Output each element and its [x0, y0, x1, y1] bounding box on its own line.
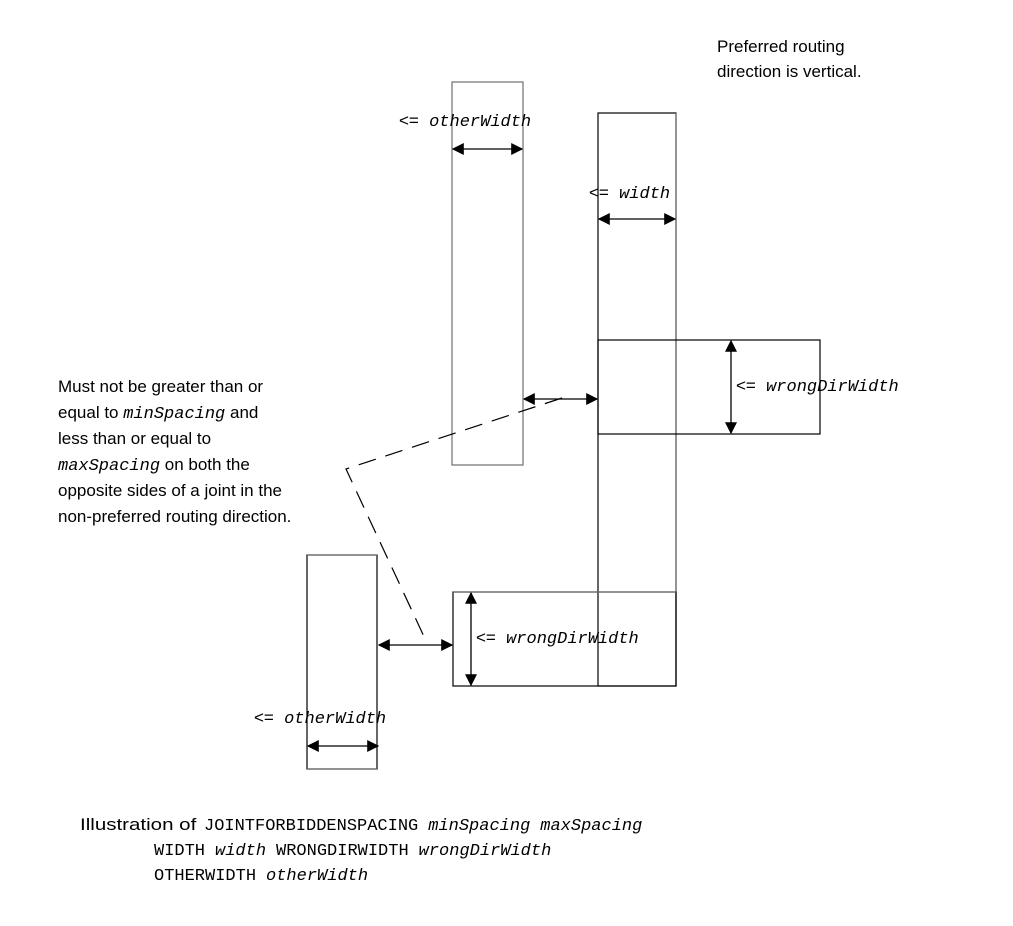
caption-prefix: Illustration of	[80, 815, 202, 834]
width-label: <= width	[589, 183, 670, 204]
min-spacing-variable: minSpacing	[123, 405, 225, 424]
width-variable: width	[619, 185, 670, 204]
le-symbol: <=	[399, 111, 419, 130]
caption-arg-other-width: otherWidth	[266, 867, 368, 886]
le-symbol: <=	[476, 628, 496, 647]
other-width-bottom-label: <= otherWidth	[254, 708, 386, 729]
other-width-variable: otherWidth	[429, 113, 531, 132]
caption-keyword-width: WIDTH	[154, 842, 205, 861]
wrong-dir-stub-right	[597, 339, 821, 435]
constraint-line-1: Must not be greater than or	[58, 377, 263, 396]
caption: Illustration of JOINTFORBIDDENSPACING min…	[80, 815, 647, 886]
max-spacing-variable: maxSpacing	[58, 457, 160, 476]
caption-keyword-wrongdirwidth: WRONGDIRWIDTH	[276, 842, 409, 861]
other-wire-top	[451, 81, 524, 466]
caption-arg-width: width	[215, 842, 266, 861]
constraint-line-2a: equal to	[58, 403, 123, 422]
preferred-direction-note: Preferred routing direction is vertical.	[717, 37, 862, 81]
other-wire-bottom	[306, 554, 378, 770]
preferred-direction-line-2: direction is vertical.	[717, 62, 862, 81]
wrong-dir-width-bottom-label: <= wrongDirWidth	[476, 628, 639, 649]
other-width-top-label: <= otherWidth	[399, 111, 531, 132]
le-symbol: <=	[254, 708, 274, 727]
le-symbol: <=	[589, 183, 609, 202]
wrong-dir-width-variable: wrongDirWidth	[766, 378, 899, 397]
wrong-dir-width-variable: wrongDirWidth	[506, 630, 639, 649]
caption-arg-min-spacing: minSpacing	[428, 817, 530, 836]
wrong-dir-width-right-label: <= wrongDirWidth	[736, 376, 899, 397]
caption-arg-wrong-dir-width: wrongDirWidth	[419, 842, 552, 861]
leader-line-dashed	[345, 397, 563, 644]
other-width-variable: otherWidth	[284, 710, 386, 729]
caption-arg-max-spacing: maxSpacing	[540, 817, 642, 836]
preferred-direction-line-1: Preferred routing	[717, 37, 845, 56]
constraint-note: Must not be greater than or equal to min…	[58, 377, 291, 526]
constraint-line-3: less than or equal to	[58, 429, 211, 448]
constraint-line-2c: and	[225, 403, 258, 422]
caption-keyword-jointforbiddenspacing: JOINTFORBIDDENSPACING	[204, 817, 418, 836]
le-symbol: <=	[736, 376, 756, 395]
constraint-line-4b: on both the	[160, 455, 250, 474]
caption-keyword-otherwidth: OTHERWIDTH	[154, 867, 256, 886]
constraint-line-6: non-preferred routing direction.	[58, 507, 291, 526]
constraint-line-5: opposite sides of a joint in the	[58, 481, 282, 500]
